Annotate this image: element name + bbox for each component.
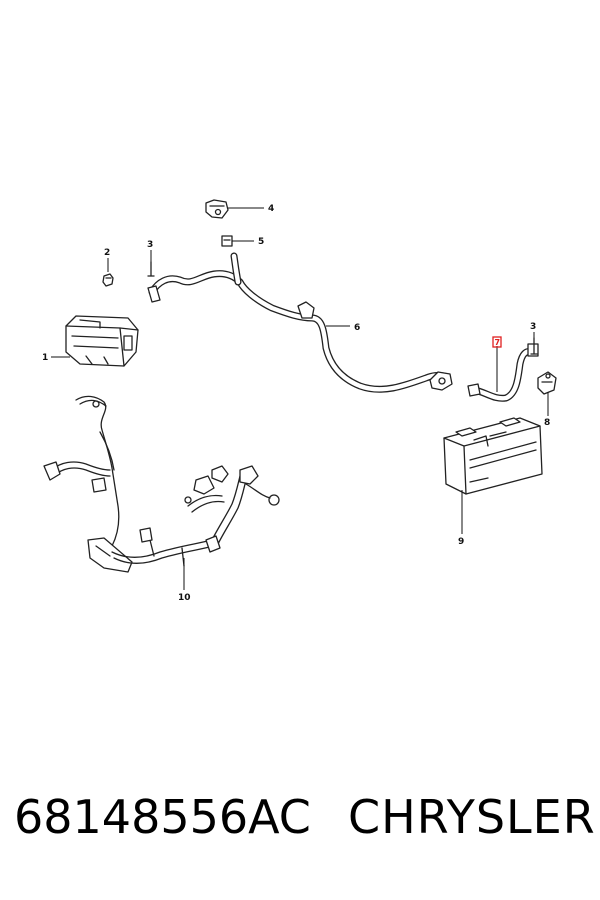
- callout-2: 2: [104, 248, 110, 258]
- brand-name: CHRYSLER: [348, 790, 596, 844]
- terminal-clamp: [537, 371, 557, 395]
- stud-bolt-left: [147, 261, 155, 277]
- callout-10: 10: [178, 593, 191, 603]
- callout-7-highlight: [492, 336, 502, 348]
- callout-7: 7: [495, 338, 501, 347]
- callout-1: 1: [42, 353, 48, 363]
- footer: 68148556AC CHRYSLER: [0, 790, 600, 870]
- nut: [102, 273, 114, 287]
- power-distribution-center: [65, 315, 139, 367]
- wiring-harness: [43, 395, 280, 573]
- clip: [221, 235, 233, 247]
- part-number: 68148556AC: [14, 790, 311, 844]
- callout-4: 4: [268, 204, 274, 214]
- stud-bolt-right: [530, 337, 538, 355]
- callout-9: 9: [458, 537, 464, 547]
- callout-5: 5: [258, 237, 264, 247]
- callout-6: 6: [354, 323, 360, 333]
- battery: [443, 417, 543, 495]
- short-battery-cable: [467, 343, 539, 402]
- callout-3a: 3: [147, 240, 153, 250]
- sensor-connector: [205, 199, 229, 219]
- long-battery-cable: [147, 252, 453, 393]
- callout-3b: 3: [530, 322, 536, 332]
- parts-diagram: 1 2 3 4 5 6: [42, 199, 557, 603]
- callout-8: 8: [544, 418, 550, 428]
